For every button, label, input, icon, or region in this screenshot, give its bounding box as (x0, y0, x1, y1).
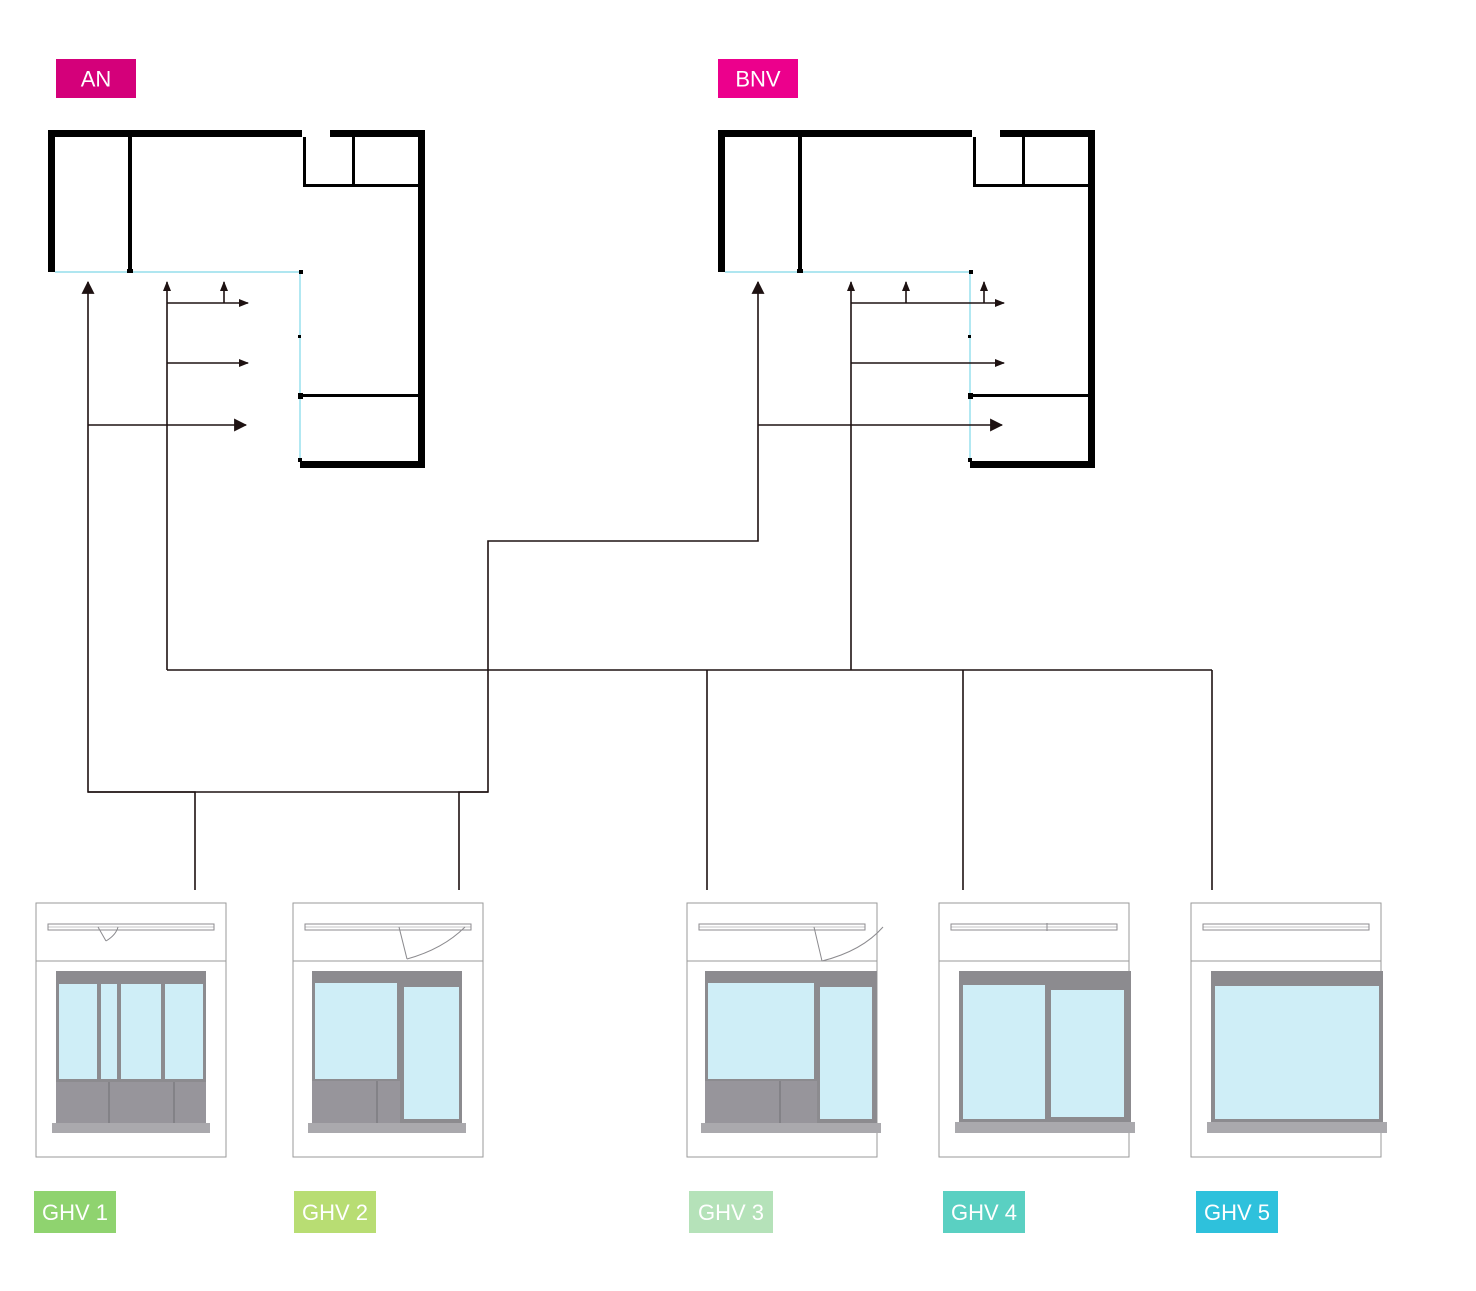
connection-lines (81, 280, 1213, 890)
variant-label-background (34, 1191, 116, 1233)
variant-label-1: GHV 1 (34, 1191, 116, 1233)
elevation-ghv-5 (1190, 902, 1387, 1158)
variant-label-5: GHV 5 (1196, 1191, 1278, 1233)
elevation-ghv-2 (292, 902, 484, 1158)
variant-label-background (943, 1191, 1025, 1233)
variant-label-background (689, 1191, 773, 1233)
elevation-ghv-3 (686, 902, 884, 1158)
variant-label-2: GHV 2 (294, 1191, 376, 1233)
variant-label-text: GHV 1 (42, 1200, 108, 1225)
elevation-ghv-1 (35, 902, 227, 1158)
plan-label-text: AN (81, 67, 112, 92)
variant-label-text: GHV 3 (698, 1200, 764, 1225)
plan-label-background (718, 59, 798, 98)
plan-label-1: AN (56, 59, 136, 98)
plan-label-background (56, 59, 136, 98)
variant-label-text: GHV 2 (302, 1200, 368, 1225)
variant-label-background (294, 1191, 376, 1233)
variant-label-text: GHV 4 (951, 1200, 1017, 1225)
elevation-ghv-4 (938, 902, 1135, 1158)
floor-plan-an (47, 129, 426, 469)
plan-label-2: BNV (718, 59, 798, 98)
variant-label-3: GHV 3 (689, 1191, 773, 1233)
variant-label-text: GHV 5 (1204, 1200, 1270, 1225)
variant-label-4: GHV 4 (943, 1191, 1025, 1233)
variant-label-background (1196, 1191, 1278, 1233)
plan-label-text: BNV (735, 67, 781, 92)
